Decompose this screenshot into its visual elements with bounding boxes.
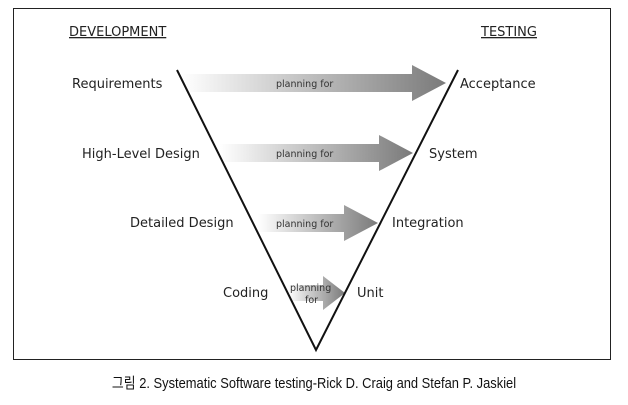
test-unit: Unit (357, 286, 383, 301)
dev-coding: Coding (223, 286, 268, 301)
arrow-label-2: planning for (276, 149, 333, 160)
arrow-label-3: planning for (276, 219, 333, 230)
planning-arrow-2 (220, 135, 413, 171)
arrow-label-4a: planning (290, 283, 331, 294)
dev-high-level-design: High-Level Design (82, 147, 200, 162)
dev-detailed-design: Detailed Design (130, 216, 234, 231)
planning-arrow-4 (288, 276, 345, 310)
testing-header: TESTING (480, 25, 537, 40)
planning-arrow-3 (258, 205, 378, 241)
figure-frame (13, 8, 611, 360)
development-header: DEVELOPMENT (69, 25, 166, 40)
dev-requirements: Requirements (72, 77, 163, 92)
test-integration: Integration (392, 216, 464, 231)
v-shape (176, 69, 459, 353)
test-acceptance: Acceptance (460, 77, 536, 92)
arrow-label-4b: for (305, 295, 318, 306)
arrow-label-1: planning for (276, 79, 333, 90)
test-system: System (429, 147, 477, 162)
planning-arrow-1 (182, 65, 446, 101)
figure-caption: 그림 2. Systematic Software testing-Rick D… (111, 375, 517, 392)
